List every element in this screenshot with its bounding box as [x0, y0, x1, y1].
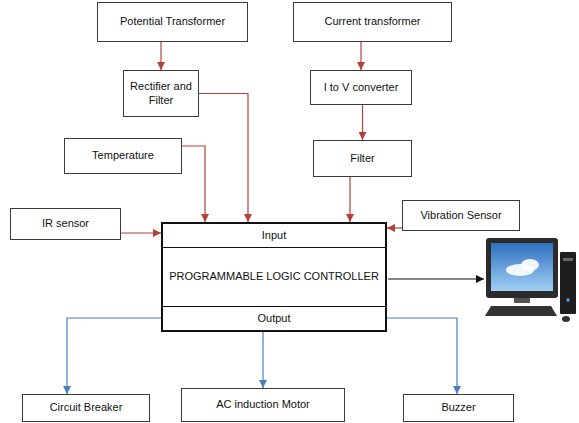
controller-band: Output	[163, 306, 385, 330]
controller-box: InputPROGRAMMABLE LOGIC CONTROLLER Output	[161, 222, 387, 332]
controller-title: PROGRAMMABLE LOGIC CONTROLLER	[169, 270, 379, 284]
monitor-screen	[491, 243, 553, 291]
block-label: Circuit Breaker	[50, 401, 123, 415]
signal-arrow	[349, 177, 350, 222]
block-label: Filter	[350, 152, 374, 166]
block-label: AC induction Motor	[216, 398, 310, 412]
block-label: IR sensor	[42, 217, 89, 231]
block-box: Circuit Breaker	[22, 394, 150, 422]
monitor-stand	[514, 298, 530, 303]
block-box: Temperature	[64, 138, 182, 174]
block-box: AC induction Motor	[181, 388, 345, 422]
section-label: Input	[262, 229, 286, 243]
controller-band: PROGRAMMABLE LOGIC CONTROLLER	[163, 248, 385, 306]
block-label: I to V converter	[324, 81, 399, 95]
block-box: Potential Transformer	[97, 2, 248, 42]
block-box: Buzzer	[403, 394, 514, 422]
block-box: Rectifier and Filter	[123, 70, 199, 117]
signal-arrow	[387, 227, 402, 228]
block-label: Current transformer	[325, 15, 421, 29]
section-label: Output	[257, 312, 290, 326]
block-box: IR sensor	[10, 208, 121, 240]
block-box: Filter	[313, 140, 412, 177]
signal-arrow	[387, 318, 457, 394]
monitor-frame	[486, 238, 558, 298]
signal-arrow	[199, 94, 248, 223]
block-label: Potential Transformer	[120, 15, 225, 29]
cloud	[521, 259, 539, 271]
mouse	[562, 316, 570, 322]
signal-arrow	[362, 105, 363, 140]
block-box: Current transformer	[293, 2, 452, 42]
power-light	[566, 298, 570, 302]
computer-icon	[485, 238, 576, 322]
output-link	[388, 278, 484, 279]
signal-arrow	[121, 232, 161, 233]
block-label: Rectifier and Filter	[128, 80, 194, 108]
signal-arrow	[160, 42, 161, 70]
signal-arrow	[182, 146, 205, 222]
signal-arrow	[360, 42, 361, 70]
tower-case	[560, 252, 576, 314]
block-label: Temperature	[92, 149, 154, 163]
block-box: I to V converter	[310, 70, 412, 105]
drive-bay	[563, 258, 573, 261]
controller-band: Input	[163, 224, 385, 248]
block-box: Vibration Sensor	[402, 200, 520, 231]
block-label: Buzzer	[441, 401, 475, 415]
signal-arrow	[262, 332, 263, 388]
signal-arrow	[67, 318, 161, 394]
keyboard	[485, 306, 557, 316]
block-label: Vibration Sensor	[420, 209, 501, 223]
